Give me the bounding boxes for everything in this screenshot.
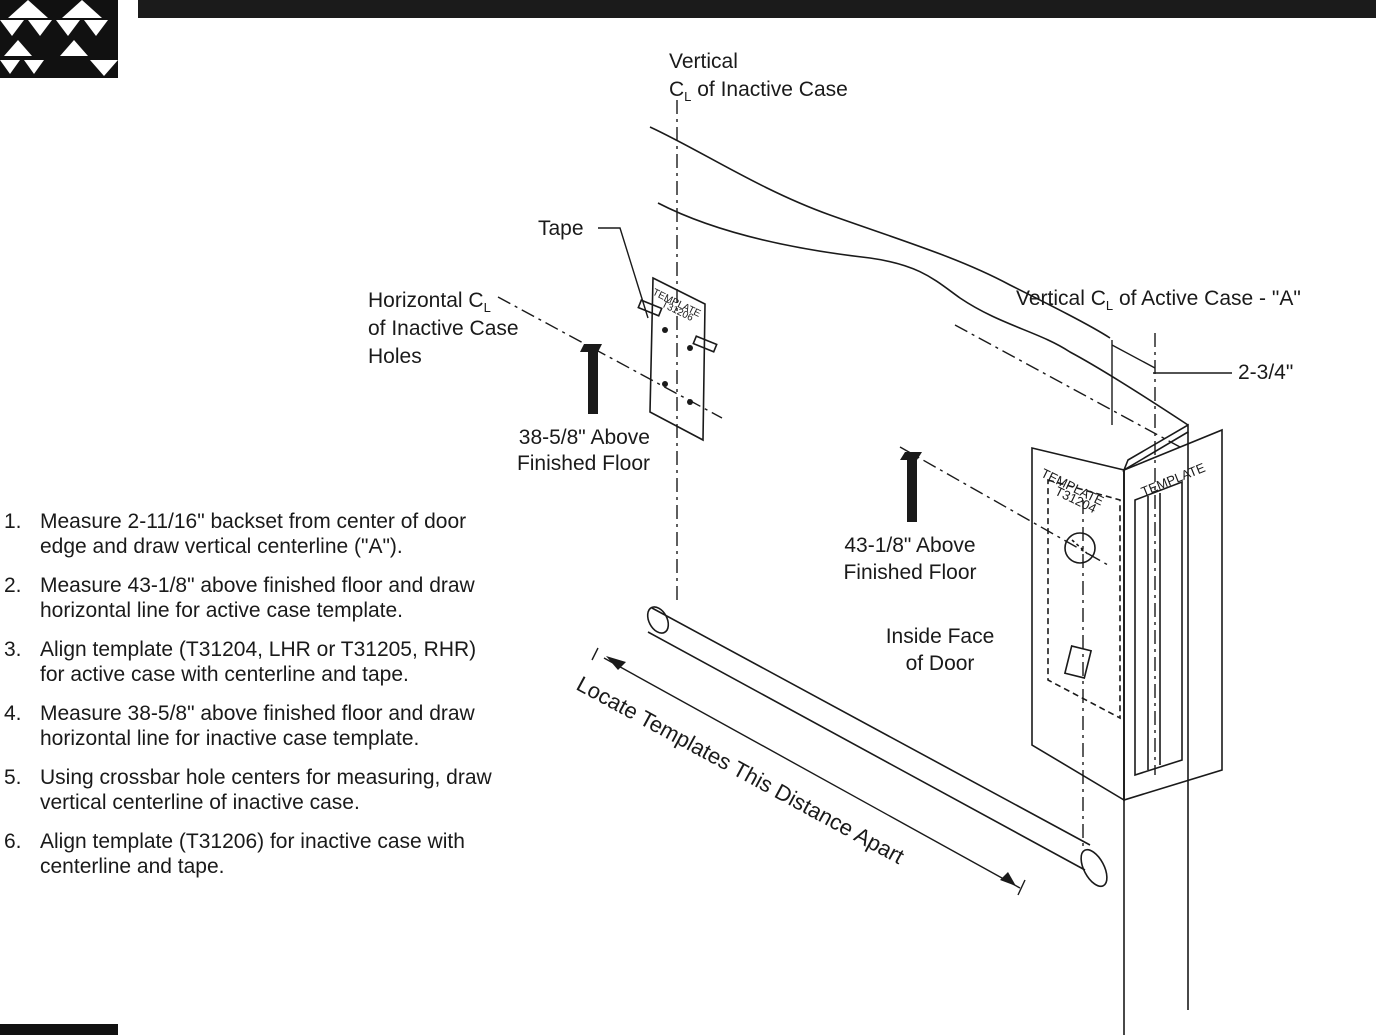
label-text: Vertical — [1016, 287, 1085, 310]
label-active-floor: Finished Floor — [843, 561, 977, 584]
step-text: Align template (T31206) for inactive cas… — [40, 830, 465, 878]
label-of-door: of Door — [905, 652, 975, 675]
step-text: Measure 2-11/16" backset from center of … — [40, 510, 467, 558]
step-number: 5. — [4, 766, 22, 789]
step-number: 4. — [4, 702, 22, 725]
centerline-sub: L — [684, 89, 692, 105]
step-number: 6. — [4, 830, 22, 853]
inactive-template-outline — [649, 276, 706, 442]
instruction-list: 1. Measure 2-11/16" backset from center o… — [4, 509, 564, 893]
centerline-sub: L — [483, 300, 491, 316]
label-horizontal: Horizontal CL — [368, 289, 491, 320]
floor-bar-bottom — [647, 631, 1086, 871]
label-text: of Active Case - "A" — [1118, 287, 1301, 310]
step-number: 2. — [4, 574, 22, 597]
page-marker — [0, 1024, 118, 1035]
label-inside-face: Inside Face — [885, 625, 995, 648]
header-bar — [138, 0, 1376, 18]
label-horizontal-inactive: of Inactive Case — [368, 317, 519, 340]
label-dimension: 2-3/4" — [1238, 361, 1294, 384]
triangles-logo-icon — [0, 0, 118, 78]
latch-hole — [1063, 645, 1093, 679]
step-text: Align template (T31204, LHR or T31205, R… — [40, 638, 477, 686]
centerline-symbol: C — [1090, 287, 1106, 310]
step-1: 1. Measure 2-11/16" backset from center o… — [4, 509, 564, 559]
cylinder-hole — [1064, 532, 1096, 564]
step-2: 2. Measure 43-1/8" above finished floor a… — [4, 573, 564, 623]
label-vertical-inactive: Vertical — [669, 50, 738, 73]
label-vertical-inactive-case: CL of Inactive Case — [669, 78, 848, 109]
step-text: Measure 38-5/8" above finished floor and… — [40, 702, 475, 750]
edge-template-outline — [1123, 428, 1223, 802]
label-tape: Tape — [538, 217, 584, 240]
centerline-symbol: C — [669, 78, 685, 101]
step-4: 4. Measure 38-5/8" above finished floor a… — [4, 701, 564, 751]
step-text: Using crossbar hole centers for measurin… — [40, 766, 492, 814]
label-active-height: 43-1/8" Above — [844, 534, 976, 557]
door-top-edge-front — [657, 202, 1189, 426]
label-holes: Holes — [368, 345, 422, 368]
step-3: 3. Align template (T31204, LHR or T31205,… — [4, 637, 564, 687]
step-number: 1. — [4, 510, 22, 533]
label-vertical-active: Vertical CL of Active Case - "A" — [1016, 287, 1301, 318]
label-text: Horizontal — [368, 289, 463, 312]
centerline-sub: L — [1105, 298, 1114, 314]
floor-bar-top — [651, 607, 1091, 846]
label-inactive-floor: Finished Floor — [516, 452, 650, 475]
door-top-edge-back — [649, 126, 1111, 339]
step-6: 6. Align template (T31206) for inactive c… — [4, 829, 564, 879]
label-text: of Inactive Case — [697, 78, 848, 101]
step-number: 3. — [4, 638, 22, 661]
step-5: 5. Using crossbar hole centers for measur… — [4, 765, 564, 815]
centerline-symbol: C — [468, 289, 484, 312]
step-text: Measure 43-1/8" above finished floor and… — [40, 574, 475, 622]
label-inactive-height: 38-5/8" Above — [518, 426, 650, 449]
